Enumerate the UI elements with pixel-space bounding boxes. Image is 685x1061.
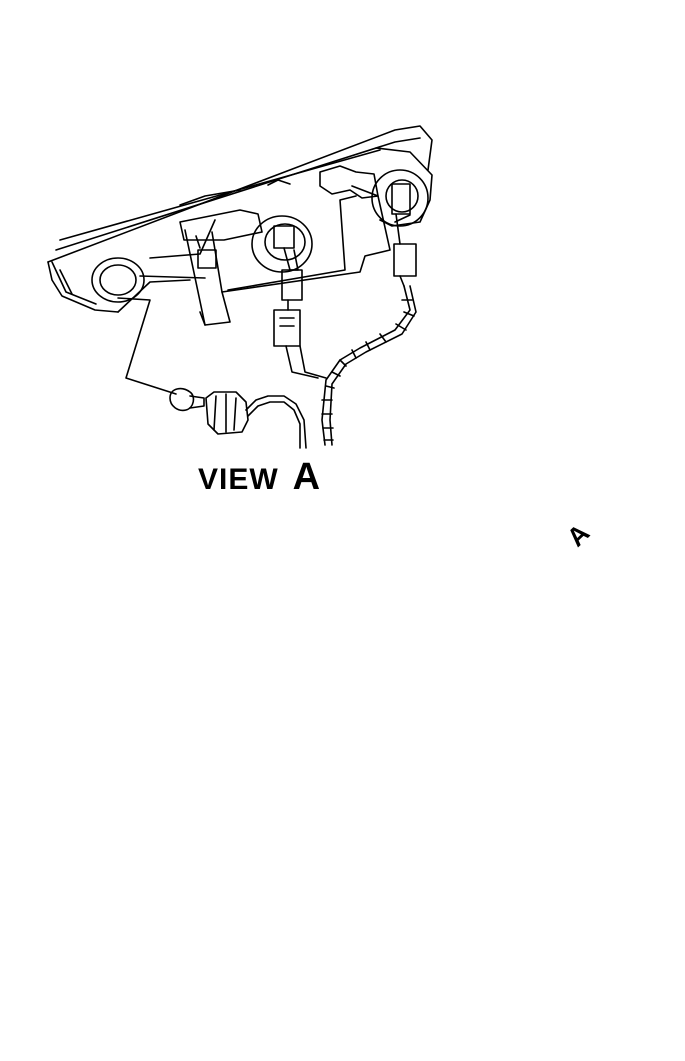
wiring-harness bbox=[300, 286, 416, 445]
leader-line bbox=[118, 298, 176, 394]
view-label-letter: A bbox=[292, 456, 321, 498]
sidemarker-socket bbox=[206, 392, 306, 448]
wiring-connector bbox=[274, 310, 318, 378]
sidemarker-bulb bbox=[92, 258, 204, 410]
headlamp-bulb-socket bbox=[252, 216, 312, 310]
view-label-word: VIEW bbox=[198, 463, 279, 496]
view-a-label: VIEW A bbox=[198, 458, 320, 496]
headlamp-housing bbox=[48, 126, 432, 325]
fog-lamp-bulb-socket bbox=[372, 170, 428, 286]
